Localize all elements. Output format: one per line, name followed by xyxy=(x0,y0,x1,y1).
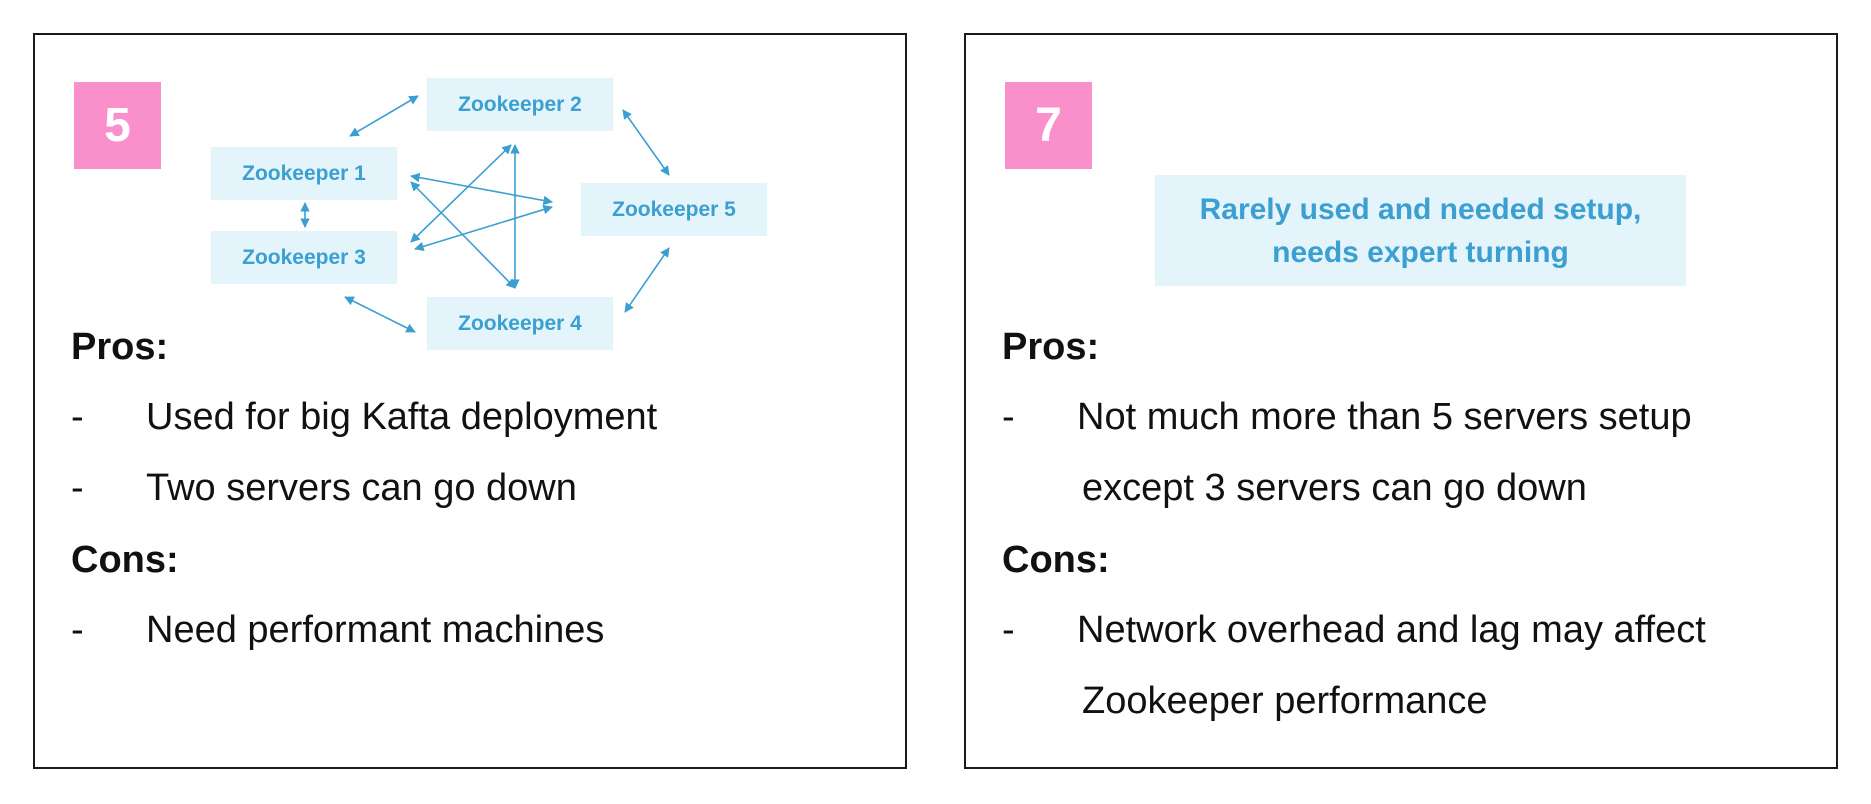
bullet-dash: - xyxy=(1002,396,1015,438)
zookeeper-connection-diagram xyxy=(300,95,670,333)
cons-item-text: Need performant machines xyxy=(146,609,605,651)
pros-item-text: Not much more than 5 servers setup xyxy=(1077,396,1692,438)
link-zk3-zk5 xyxy=(414,204,553,252)
panel-number-badge: 5 xyxy=(74,82,161,169)
link-zk2-zk3 xyxy=(410,144,512,243)
zookeeper-node: Zookeeper 5 xyxy=(581,183,767,236)
left-panel: 5 Zookeeper 1 Zookeeper 2 Zookeeper 3 Zo… xyxy=(33,33,907,769)
right-panel: 7 Rarely used and needed setup, needs ex… xyxy=(964,33,1838,769)
bullet-dash: - xyxy=(1002,609,1015,651)
link-zk1-zk2 xyxy=(349,95,419,137)
link-zk4-zk5 xyxy=(624,247,670,313)
panel-number-badge: 7 xyxy=(1005,82,1092,169)
bullet-dash: - xyxy=(71,396,84,438)
cons-item-continuation: Zookeeper performance xyxy=(1082,680,1488,722)
pros-item-text: Used for big Kafta deployment xyxy=(146,396,658,438)
link-zk3-zk4 xyxy=(344,296,416,333)
setup-note: Rarely used and needed setup, needs expe… xyxy=(1155,175,1686,286)
pros-item-continuation: except 3 servers can go down xyxy=(1082,467,1587,509)
pros-item-text: Two servers can go down xyxy=(146,467,577,509)
link-zk2-zk5 xyxy=(622,109,670,176)
bullet-dash: - xyxy=(71,609,84,651)
cons-heading: Cons: xyxy=(1002,539,1110,581)
zookeeper-node: Zookeeper 2 xyxy=(427,78,613,131)
cons-heading: Cons: xyxy=(71,539,179,581)
link-zk1-zk5 xyxy=(410,172,553,206)
cons-item-text: Network overhead and lag may affect xyxy=(1077,609,1706,651)
zookeeper-node: Zookeeper 4 xyxy=(427,297,613,350)
zookeeper-node: Zookeeper 3 xyxy=(211,231,397,284)
zookeeper-node: Zookeeper 1 xyxy=(211,147,397,200)
bullet-dash: - xyxy=(71,467,84,509)
pros-heading: Pros: xyxy=(71,326,169,368)
pros-heading: Pros: xyxy=(1002,326,1100,368)
